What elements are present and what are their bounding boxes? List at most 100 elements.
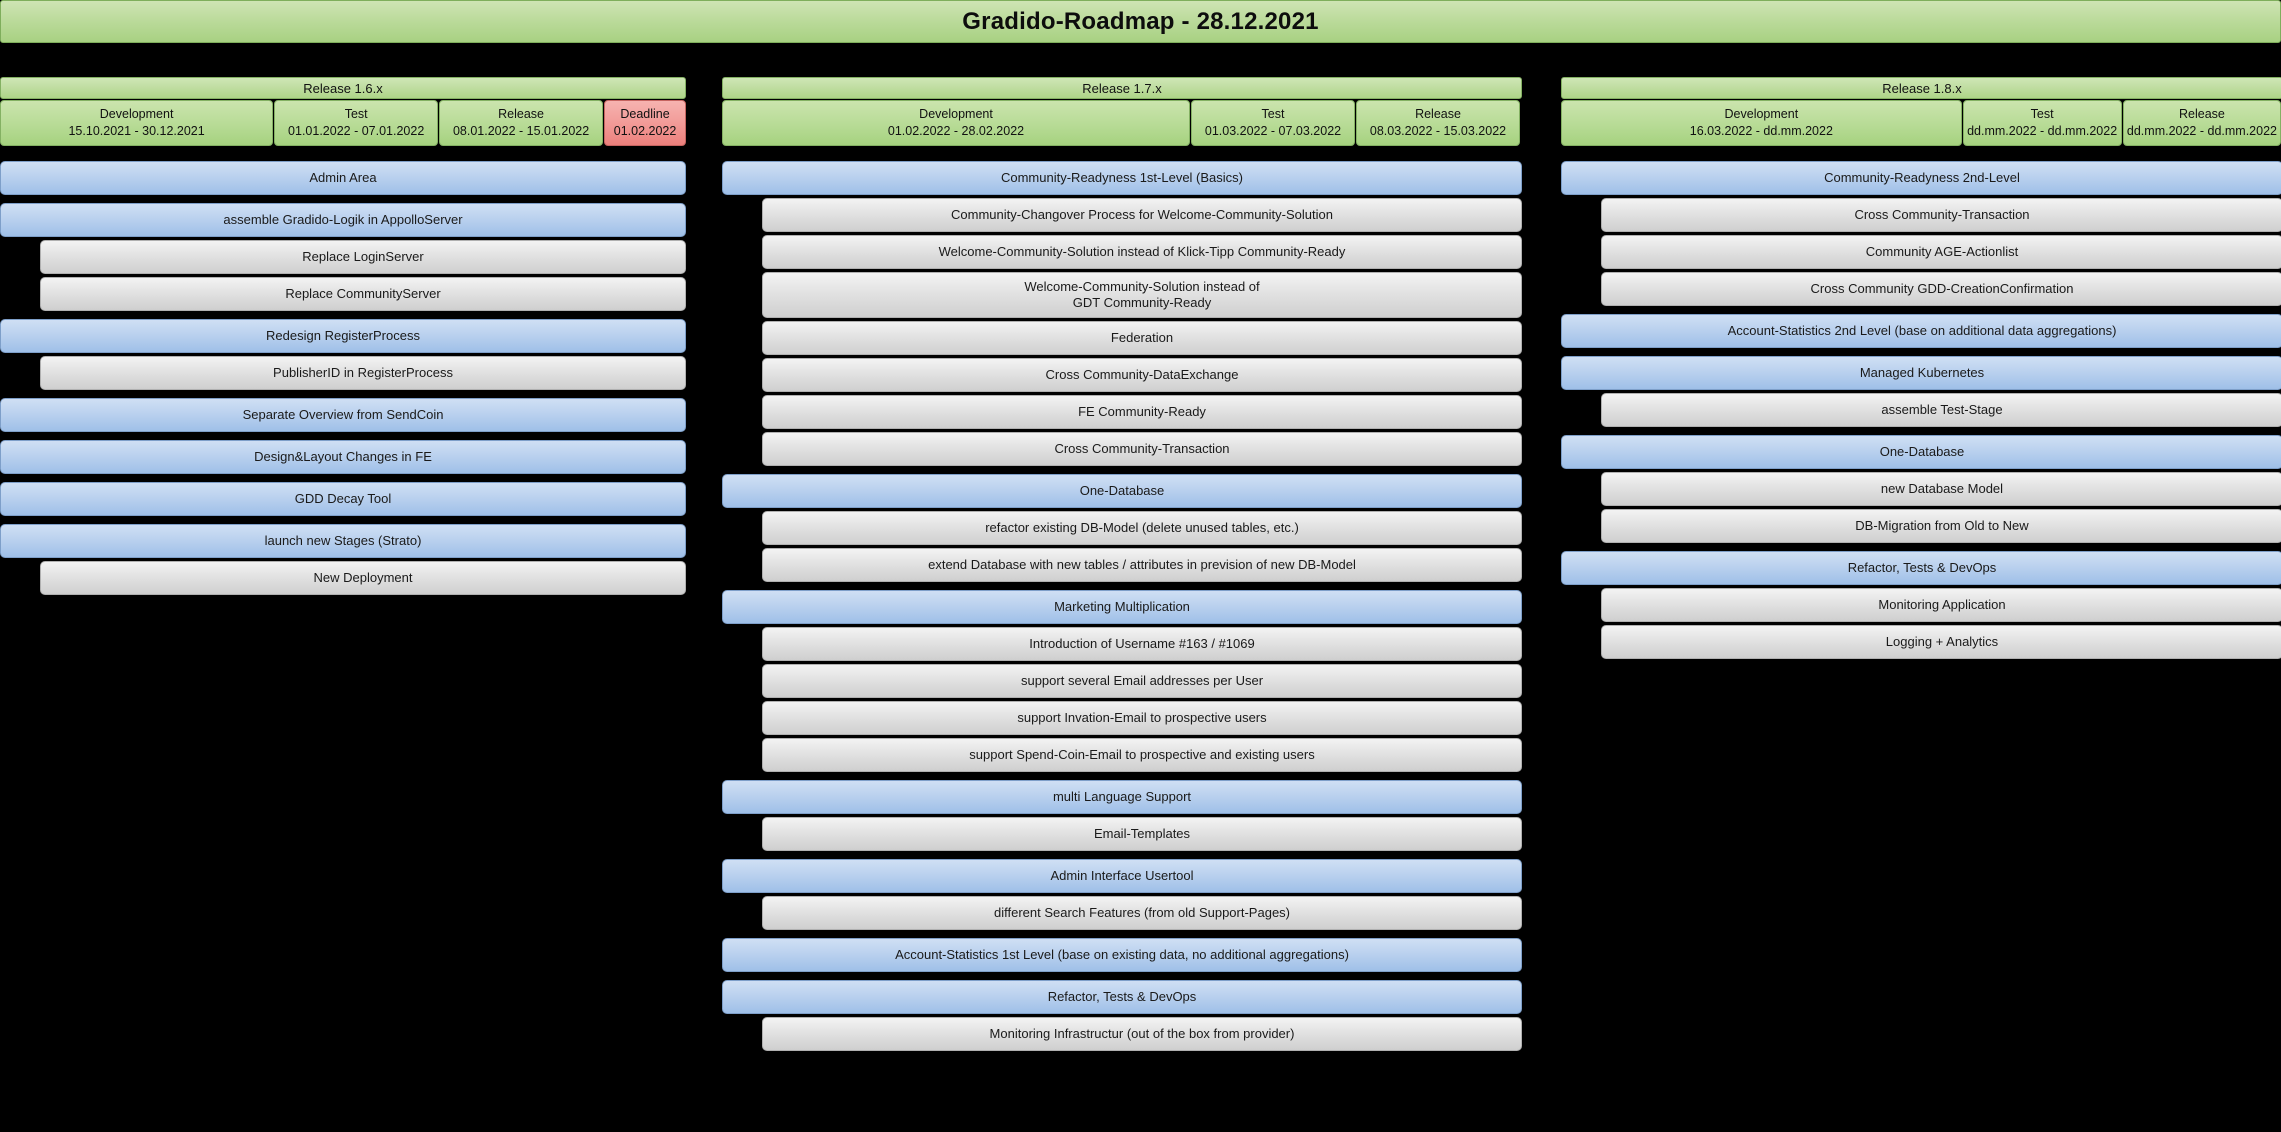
phase-dates: 16.03.2022 - dd.mm.2022 (1689, 124, 1833, 138)
task-item-main[interactable]: Admin Area (0, 161, 686, 195)
phase-name: Release (498, 107, 545, 122)
task-item-main[interactable]: assemble Gradido-Logik in AppolloServer (0, 203, 686, 237)
phase-deadline[interactable]: Deadline 01.02.2022 (604, 100, 687, 146)
task-item-main[interactable]: multi Language Support (722, 780, 1522, 814)
task-item-sub[interactable]: Cross Community-Transaction (762, 432, 1522, 466)
task-item-main[interactable]: One-Database (1561, 435, 2281, 469)
task-item-sub[interactable]: Replace CommunityServer (40, 277, 686, 311)
page-title: Gradido-Roadmap - 28.12.2021 (962, 7, 1319, 35)
task-item-sub[interactable]: Cross Community-Transaction (1601, 198, 2281, 232)
task-item-sub[interactable]: Monitoring Application (1601, 588, 2281, 622)
phase-development[interactable]: Development 15.10.2021 - 30.12.2021 (0, 100, 274, 146)
task-item-sub[interactable]: Community AGE-Actionlist (1601, 235, 2281, 269)
phase-dates: 15.10.2021 - 30.12.2021 (68, 124, 205, 138)
task-group: Design&Layout Changes in FE (0, 440, 686, 474)
task-item-sub[interactable]: Welcome-Community-Solution instead of Kl… (762, 235, 1522, 269)
task-item-sub[interactable]: Cross Community GDD-CreationConfirmation (1601, 272, 2281, 306)
task-item-main[interactable]: Community-Readyness 2nd-Level (1561, 161, 2281, 195)
task-group: Account-Statistics 1st Level (base on ex… (722, 938, 1522, 972)
page-title-bar: Gradido-Roadmap - 28.12.2021 (0, 0, 2281, 43)
task-item-main[interactable]: Refactor, Tests & DevOps (722, 980, 1522, 1014)
task-item-main[interactable]: Redesign RegisterProcess (0, 319, 686, 353)
phase-dates: 01.02.2022 (613, 124, 677, 138)
phase-dates: dd.mm.2022 - dd.mm.2022 (2126, 124, 2277, 138)
phase-dates: 08.03.2022 - 15.03.2022 (1369, 124, 1507, 138)
phase-dates: 08.01.2022 - 15.01.2022 (452, 124, 590, 138)
task-item-sub[interactable]: Replace LoginServer (40, 240, 686, 274)
phase-release[interactable]: Release 08.03.2022 - 15.03.2022 (1356, 100, 1520, 146)
phase-name: Release (2179, 107, 2225, 122)
task-item-sub[interactable]: Monitoring Infrastructur (out of the box… (762, 1017, 1522, 1051)
phase-name: Development (99, 107, 174, 122)
task-item-main[interactable]: Marketing Multiplication (722, 590, 1522, 624)
task-item-sub[interactable]: Community-Changover Process for Welcome-… (762, 198, 1522, 232)
task-list: Admin Area assemble Gradido-Logik in Appo… (0, 161, 686, 595)
task-item-sub[interactable]: assemble Test-Stage (1601, 393, 2281, 427)
task-group: Community-Readyness 1st-Level (Basics)Co… (722, 161, 1522, 466)
phase-dates: 01.03.2022 - 07.03.2022 (1204, 124, 1342, 138)
task-item-sub[interactable]: new Database Model (1601, 472, 2281, 506)
task-item-main[interactable]: Managed Kubernetes (1561, 356, 2281, 390)
phase-release[interactable]: Release dd.mm.2022 - dd.mm.2022 (2122, 100, 2281, 146)
phase-name: Test (2030, 107, 2054, 122)
task-item-main[interactable]: launch new Stages (Strato) (0, 524, 686, 558)
task-group: Admin Area (0, 161, 686, 195)
phase-row: Development 15.10.2021 - 30.12.2021 Test 01… (0, 100, 687, 146)
task-item-sub[interactable]: Email-Templates (762, 817, 1522, 851)
task-item-sub[interactable]: different Search Features (from old Supp… (762, 896, 1522, 930)
phase-dates: 01.01.2022 - 07.01.2022 (288, 124, 425, 138)
task-item-sub[interactable]: support Invation-Email to prospective us… (762, 701, 1522, 735)
task-item-sub[interactable]: refactor existing DB-Model (delete unuse… (762, 511, 1522, 545)
task-item-sub[interactable]: FE Community-Ready (762, 395, 1522, 429)
task-item-sub[interactable]: New Deployment (40, 561, 686, 595)
task-group: Separate Overview from SendCoin (0, 398, 686, 432)
phase-test[interactable]: Test 01.01.2022 - 07.01.2022 (274, 100, 439, 146)
task-item-sub[interactable]: Federation (762, 321, 1522, 355)
phase-name: Test (344, 107, 368, 122)
release-header: Release 1.7.x (722, 77, 1522, 99)
task-item-main[interactable]: Separate Overview from SendCoin (0, 398, 686, 432)
task-item-sub[interactable]: Logging + Analytics (1601, 625, 2281, 659)
task-item-main[interactable]: Account-Statistics 2nd Level (base on ad… (1561, 314, 2281, 348)
phase-name: Release (1415, 107, 1461, 122)
phase-name: Development (1724, 107, 1799, 122)
phase-development[interactable]: Development 16.03.2022 - dd.mm.2022 (1561, 100, 1962, 146)
release-header: Release 1.8.x (1561, 77, 2281, 99)
phase-name: Deadline (620, 107, 670, 122)
task-item-sub[interactable]: support several Email addresses per User (762, 664, 1522, 698)
task-item-main[interactable]: Admin Interface Usertool (722, 859, 1522, 893)
task-item-main[interactable]: One-Database (722, 474, 1522, 508)
task-item-main[interactable]: Refactor, Tests & DevOps (1561, 551, 2281, 585)
phase-name: Test (1261, 107, 1285, 122)
task-item-sub[interactable]: extend Database with new tables / attrib… (762, 548, 1522, 582)
task-item-sub[interactable]: Welcome-Community-Solution instead of GD… (762, 272, 1522, 318)
task-item-main[interactable]: GDD Decay Tool (0, 482, 686, 516)
task-item-main[interactable]: Community-Readyness 1st-Level (Basics) (722, 161, 1522, 195)
task-item-sub[interactable]: PublisherID in RegisterProcess (40, 356, 686, 390)
task-item-main[interactable]: Design&Layout Changes in FE (0, 440, 686, 474)
task-item-sub[interactable]: support Spend-Coin-Email to prospective … (762, 738, 1522, 772)
release-header: Release 1.6.x (0, 77, 686, 99)
task-item-sub[interactable]: Introduction of Username #163 / #1069 (762, 627, 1522, 661)
task-item-sub[interactable]: DB-Migration from Old to New (1601, 509, 2281, 543)
task-item-sub[interactable]: Cross Community-DataExchange (762, 358, 1522, 392)
phase-dates: 01.02.2022 - 28.02.2022 (887, 124, 1025, 138)
task-item-main[interactable]: Account-Statistics 1st Level (base on ex… (722, 938, 1522, 972)
phase-release[interactable]: Release 08.01.2022 - 15.01.2022 (439, 100, 604, 146)
task-group: GDD Decay Tool (0, 482, 686, 516)
phase-test[interactable]: Test 01.03.2022 - 07.03.2022 (1191, 100, 1355, 146)
